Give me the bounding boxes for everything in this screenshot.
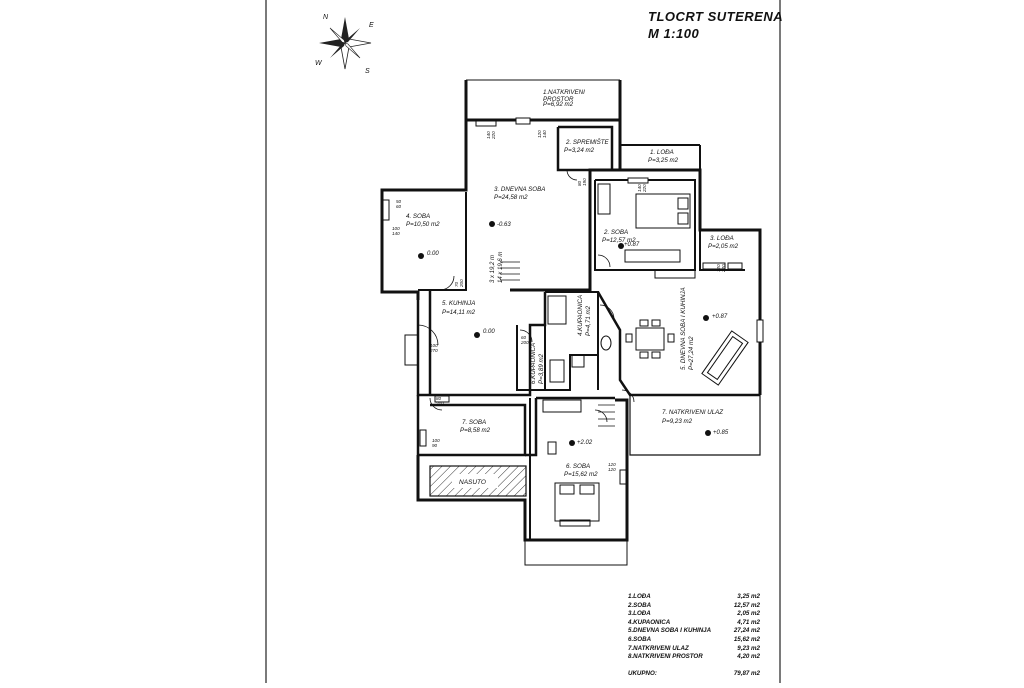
level-label: 0.00 <box>483 329 495 335</box>
level-marker-icon <box>474 332 480 338</box>
drawing-title-line1: TLOCRT SUTERENA <box>648 9 784 24</box>
doors <box>417 169 635 423</box>
stairs <box>500 261 615 427</box>
furniture <box>542 183 749 522</box>
room-loda3-name: 3. LOĐA <box>710 235 734 242</box>
room-kupaonica4-name: 4.KUPAONICA <box>577 295 584 336</box>
room-natkriveni-ulaz-area: P=9,23 m2 <box>662 418 693 425</box>
room-spremiste-area: P=3,24 m2 <box>564 147 595 154</box>
room-loda3-area: P=2,05 m2 <box>708 243 739 250</box>
room-soba2-name: 2. SOBA <box>603 229 628 236</box>
nasuto-label: NASUTO <box>459 479 486 486</box>
compass-w: W <box>315 60 323 67</box>
dim-label: 140220 <box>637 184 647 193</box>
level-marker-icon <box>705 430 711 436</box>
room-kupaonica6-name: 6.KUPAONICA <box>530 343 537 384</box>
sofa-icon <box>701 330 749 386</box>
room-kuhinja-area: P=14,11 m2 <box>442 309 476 316</box>
level-label: +0.85 <box>713 430 729 436</box>
level-marker-icon <box>703 315 709 321</box>
compass-rose: N E S W <box>315 14 374 75</box>
room-dnevna-area: P=24,58 m2 <box>494 194 528 201</box>
level-label: +0.87 <box>624 242 640 248</box>
room-dnevna-kuhinja-area: P=27,24 m2 <box>688 336 695 370</box>
level-label: -0.63 <box>497 222 511 228</box>
room-kuhinja-name: 5. KUHINJA <box>442 300 475 307</box>
room-soba6-name: 6. SOBA <box>566 463 590 470</box>
drawing-title: TLOCRT SUTERENA M 1:100 <box>648 8 783 42</box>
dim-label: 3 x 19,2 m <box>490 255 496 283</box>
room-loda1-area: P=3,25 m2 <box>648 157 679 164</box>
level-label: 0.00 <box>427 251 439 257</box>
level-marker-icon <box>489 221 495 227</box>
nasuto-area <box>429 465 527 497</box>
room-soba7-area: P=8,58 m2 <box>460 427 491 434</box>
room-soba4-area: P=10,50 m2 <box>406 221 440 228</box>
room-kupaonica6-area: P=3,89 m2 <box>538 353 545 384</box>
dim-label: 120140 <box>537 130 547 138</box>
level-marker-icon <box>569 440 575 446</box>
room-loda1-name: 1. LOĐA <box>650 149 674 156</box>
room-dnevna-kuhinja-name: 5. DNEVNA SOBA I KUHINJA <box>680 287 687 370</box>
compass-s: S <box>365 68 370 75</box>
room-soba2-area: P=12,57 m2 <box>602 237 636 244</box>
legend-total: UKUPNO:79,87 m2 <box>628 669 760 677</box>
dim-label: 14 x 19,6 m <box>498 252 504 283</box>
room-1-natkriveni-area: P=6,92 m2 <box>543 101 574 108</box>
toilet-icon <box>600 335 612 351</box>
bed-icon <box>554 482 600 522</box>
windows <box>382 117 764 527</box>
compass-e: E <box>369 22 374 29</box>
building-walls <box>380 79 762 566</box>
drawing-scale: M 1:100 <box>648 26 700 41</box>
bed-icon <box>635 193 691 229</box>
dim-label: 80190 <box>577 178 587 186</box>
dim-label: 140220 <box>486 131 496 140</box>
level-markers <box>418 221 711 446</box>
room-kupaonica4-area: P=4,71 m2 <box>585 305 592 336</box>
compass-n: N <box>323 14 329 21</box>
level-label: +0.87 <box>712 314 728 320</box>
room-dnevna-name: 3. DNEVNA SOBA <box>494 186 545 193</box>
room-soba6-area: P=15,62 m2 <box>564 471 598 478</box>
dim-label: 70200 <box>454 279 464 288</box>
level-label: +2.02 <box>577 440 593 446</box>
bathtub-icon <box>547 295 567 325</box>
room-soba4-name: 4. SOBA <box>406 213 430 220</box>
level-marker-icon <box>618 243 624 249</box>
level-marker-icon <box>418 253 424 259</box>
room-soba7-name: 7. SOBA <box>462 419 486 426</box>
room-spremiste-name: 2. SPREMIŠTE <box>565 139 610 146</box>
level-labels: -0.63 0.00 +0.87 0.00 +0.87 +2.02 +0.85 <box>427 222 729 446</box>
room-natkriveni-ulaz-name: 7. NATKRIVENI ULAZ <box>662 409 723 416</box>
dim-label: 120220 <box>716 264 726 273</box>
dining-table-icon <box>635 327 665 351</box>
